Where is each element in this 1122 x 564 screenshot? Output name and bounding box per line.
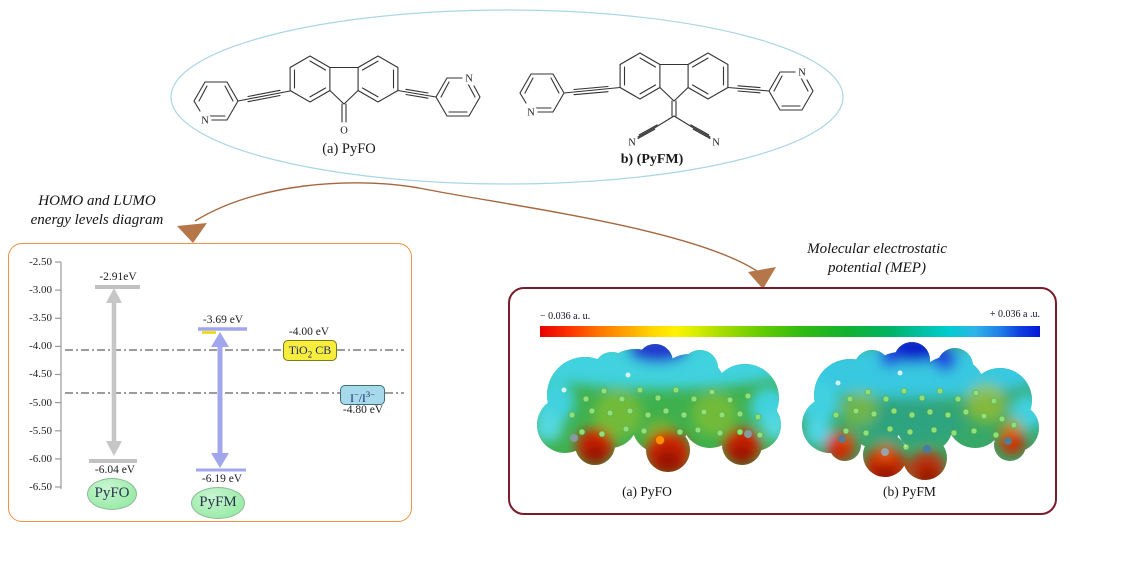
pyfo-pyridine-n-right: N <box>465 74 473 85</box>
pyfm-nitrile-atom-dot-right <box>923 445 931 453</box>
pyfm-homo-label: -6.19 eV <box>201 473 243 485</box>
electrolyte-text2: I <box>361 392 366 405</box>
molecule-pyfm-structure <box>519 52 814 140</box>
mep-surfaces <box>537 342 1039 480</box>
pyfm-nitrile-n-left: N <box>628 138 636 149</box>
connector-curve-left <box>194 182 420 222</box>
mep-caption-pyfm: (b) PyFM <box>883 484 936 499</box>
electrolyte-slash: / <box>358 392 362 405</box>
axis-tick: -5.50 <box>29 425 52 437</box>
energy-diagram-box <box>8 243 412 522</box>
mep-caption-pyfo: (a) PyFO <box>622 484 672 499</box>
molecules-ellipse <box>170 9 844 185</box>
mep-color-scale <box>540 326 1040 337</box>
axis-tick: -5.00 <box>29 397 52 409</box>
connector-arrowhead-left-icon <box>177 223 207 243</box>
mep-surface-pyfm <box>802 342 1039 480</box>
molecule-label-pyfo: (a) PyFO <box>322 141 376 157</box>
electrolyte-text: I <box>350 392 354 405</box>
axis-tick: -4.50 <box>29 368 52 380</box>
mep-box <box>508 287 1057 515</box>
molecule-pyfo-structure <box>193 55 481 123</box>
mep-scale-max-label: + 0.036 a .u. <box>989 309 1040 320</box>
axis-tick: -3.00 <box>29 284 52 296</box>
pyfm-lumo-label: -3.69 eV <box>202 314 244 326</box>
axis-tick: -4.00 <box>29 340 52 352</box>
tio2-energy-label: -4.00 eV <box>288 326 330 338</box>
tio2-cb-badge: TiO2 CB <box>283 340 337 361</box>
pyfo-carbonyl-o: O <box>340 126 348 137</box>
tio2-text: TiO <box>288 343 308 357</box>
pyfo-levels <box>89 285 140 463</box>
electrolyte-sup2: 3− <box>365 389 375 399</box>
tio2-sub: 2 <box>307 349 313 360</box>
pyfm-nitrile-atom-dot-left <box>881 448 889 456</box>
pyfm-arrowhead-down-icon <box>211 453 229 468</box>
energy-diagram-graphics <box>55 261 404 489</box>
axis-tick: -6.00 <box>29 453 52 465</box>
electrolyte-badge: I−/I3− <box>340 385 385 405</box>
connector-arrows <box>177 182 776 289</box>
mep-title-line2: potential (MEP) <box>828 259 926 276</box>
connector-curve-right <box>418 187 758 272</box>
pyfo-pyridine-n-left: N <box>201 116 209 127</box>
pyfm-pyridine-n-right: N <box>798 68 806 79</box>
electrolyte-sup1: − <box>353 389 359 399</box>
connector-arrowhead-right-icon <box>748 267 776 289</box>
pyfm-name-badge: PyFM <box>191 487 245 519</box>
mep-title: Molecular electrostatic potential (MEP) <box>768 240 986 278</box>
pyfo-arrowhead-down-icon <box>106 441 122 456</box>
pyfm-levels <box>196 327 247 472</box>
pyfo-oxygen-atom-dot <box>655 435 665 445</box>
pyfo-lumo-label: -2.91eV <box>99 271 137 283</box>
mep-scale-min-label: − 0.036 a. u. <box>540 311 591 322</box>
energy-axis <box>55 261 62 489</box>
homo-lumo-title: HOMO and LUMO energy levels diagram <box>6 192 188 230</box>
molecule-label-pyfm: b) (PyFM) <box>621 152 684 167</box>
homo-lumo-title-line2: energy levels diagram <box>30 211 164 228</box>
pyfm-pyridine-n-left: N <box>527 108 535 119</box>
pyfo-homo-label: -6.04 eV <box>94 464 136 476</box>
axis-tick: -3.50 <box>29 312 52 324</box>
mep-title-line1: Molecular electrostatic <box>807 241 947 257</box>
axis-tick: -2.50 <box>29 256 52 268</box>
axis-tick: -6.50 <box>29 481 52 493</box>
pyfm-nitrile-n-right: N <box>712 138 720 149</box>
electrolyte-energy-label: -4.80 eV <box>342 404 384 416</box>
pyfm-arrowhead-up-icon <box>211 332 229 347</box>
mep-surface-pyfo <box>537 344 781 472</box>
pyfo-arrowhead-up-icon <box>106 288 122 303</box>
pyfo-name-badge: PyFO <box>87 478 137 510</box>
molecules-figure: N N O (a) PyFO N <box>170 9 844 289</box>
homo-lumo-title-line1: HOMO and LUMO <box>38 193 156 209</box>
tio2-text-post: CB <box>312 343 332 357</box>
